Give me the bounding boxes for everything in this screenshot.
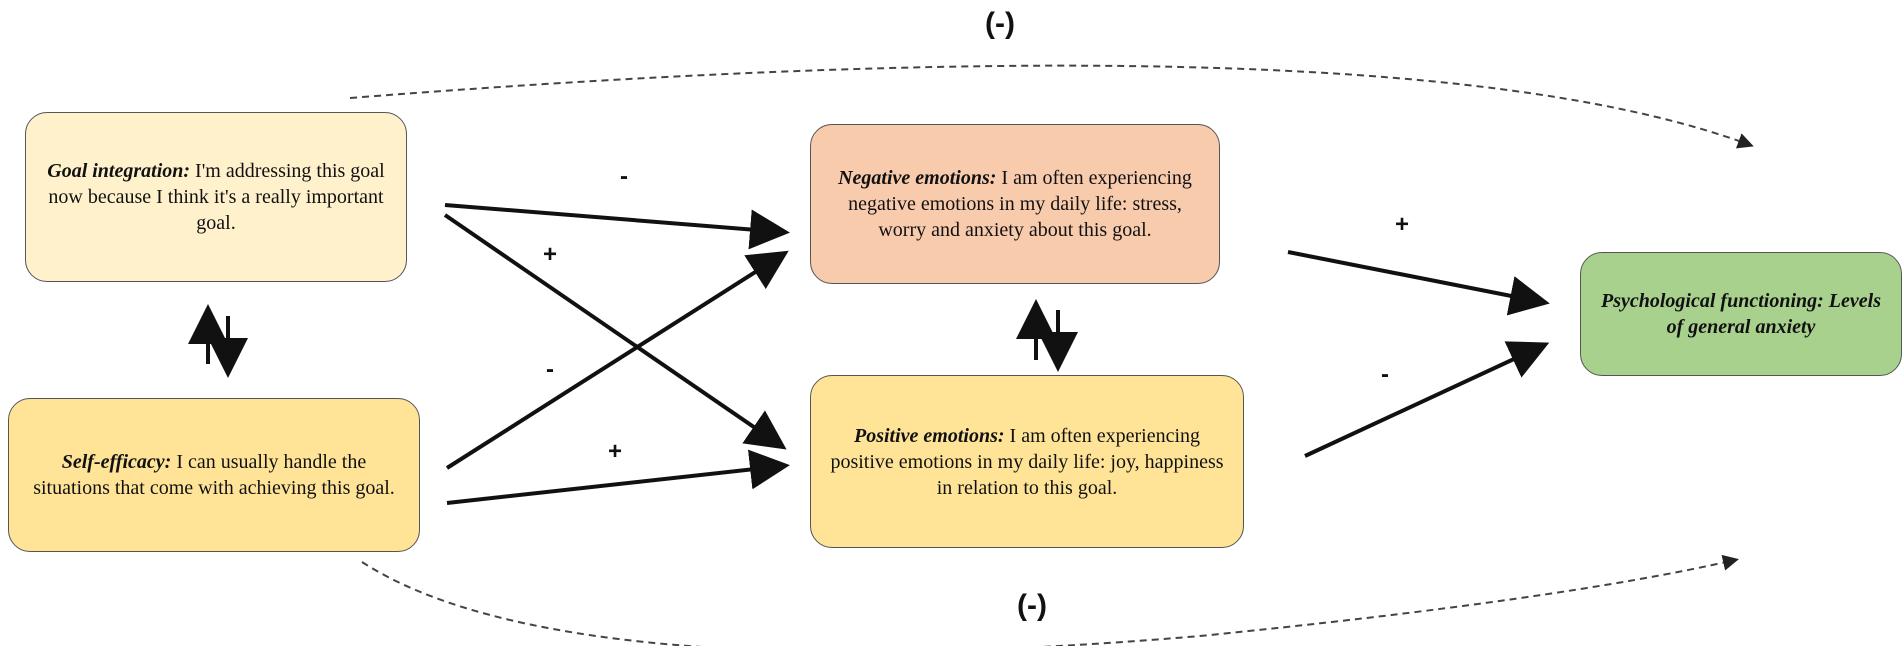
bottom-dashed-sign: (-) bbox=[1017, 589, 1047, 622]
self-efficacy-node: Self-efficacy: I can usually handle the … bbox=[8, 398, 420, 552]
bidirectional-arrow-goal-self bbox=[188, 304, 248, 378]
arrow-goal-to-neg bbox=[444, 203, 790, 250]
negative-emotions-text: I am often experiencing negative emotion… bbox=[848, 167, 1192, 241]
self-efficacy-label: Self-efficacy: bbox=[61, 451, 172, 473]
goal-integration-text: I'm addressing this goal now because I t… bbox=[48, 160, 385, 234]
arrow-self-to-neg bbox=[445, 250, 789, 470]
goal-integration-label: Goal integration: bbox=[47, 160, 191, 182]
goal-to-neg-sign: - bbox=[620, 163, 628, 190]
arrow-self-to-pos bbox=[446, 449, 790, 505]
self-to-neg-sign: - bbox=[546, 356, 554, 383]
bidirectional-arrow-neg-pos bbox=[1016, 299, 1078, 372]
psychological-functioning-node: Psychological functioning: Levels of gen… bbox=[1580, 252, 1902, 376]
dashed-arrow-self-to-psy bbox=[361, 554, 1739, 646]
top-dashed-sign: (-) bbox=[985, 7, 1015, 40]
arrow-neg-to-psy bbox=[1287, 250, 1550, 316]
arrow-pos-to-psy bbox=[1304, 341, 1550, 458]
negative-emotions-label: Negative emotions: bbox=[838, 167, 997, 189]
positive-emotions-text: I am often experiencing positive emotion… bbox=[830, 424, 1224, 499]
positive-emotions-label: Positive emotions: bbox=[853, 424, 1005, 447]
goal-to-pos-sign: + bbox=[542, 241, 558, 268]
psychological-functioning-text: Psychological functioning: Levels of gen… bbox=[1601, 290, 1881, 338]
positive-emotions-node: Positive emotions: I am often experienci… bbox=[810, 375, 1244, 548]
arrow-goal-to-pos bbox=[443, 213, 787, 450]
neg-to-psy-sign: + bbox=[1394, 211, 1410, 238]
negative-emotions-node: Negative emotions: I am often experienci… bbox=[810, 124, 1220, 284]
goal-integration-node: Goal integration: I'm addressing this go… bbox=[25, 112, 407, 282]
self-to-pos-sign: + bbox=[607, 438, 623, 465]
self-efficacy-text: I can usually handle the situations that… bbox=[33, 451, 395, 499]
pos-to-psy-sign: - bbox=[1381, 361, 1389, 388]
